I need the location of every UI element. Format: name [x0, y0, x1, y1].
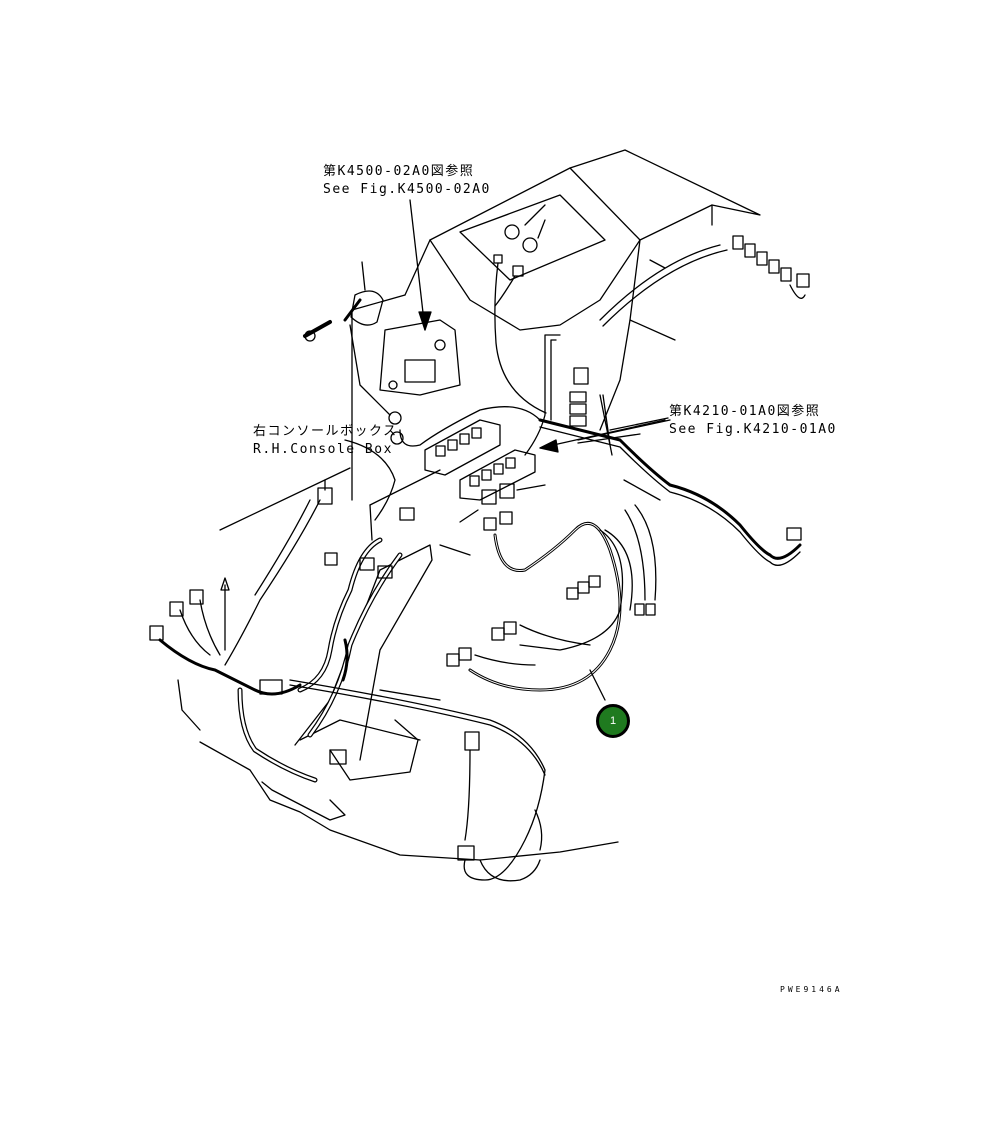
mounting-bracket — [379, 199, 461, 396]
bolt-and-clamp — [303, 261, 404, 445]
reference-label-jp: 第K4500-02A0図参照 — [323, 164, 475, 179]
reference-label-en: See Fig.K4500-02A0 — [323, 182, 491, 197]
relay-block — [399, 406, 546, 531]
lower-harness-loops — [446, 504, 657, 701]
reference-leader — [609, 417, 669, 431]
component-label-jp: 右コンソールボックス — [253, 424, 398, 439]
base-structure — [177, 467, 661, 861]
right-connector-row — [599, 235, 810, 327]
bottom-lead — [289, 679, 546, 882]
left-harness — [149, 439, 415, 783]
reference-label-jp: 第K4210-01A0図参照 — [669, 404, 821, 419]
reference-label-en: See Fig.K4210-01A0 — [669, 422, 837, 437]
main-harness-trunk — [524, 334, 802, 566]
callout-number: 1 — [609, 715, 617, 727]
component-label-en: R.H.Console Box — [253, 442, 393, 457]
console-box-outline — [351, 149, 761, 501]
part-callout-badge[interactable]: 1 — [596, 704, 630, 738]
top-switches — [493, 204, 547, 414]
drawing-code: PWE9146A — [780, 985, 843, 994]
